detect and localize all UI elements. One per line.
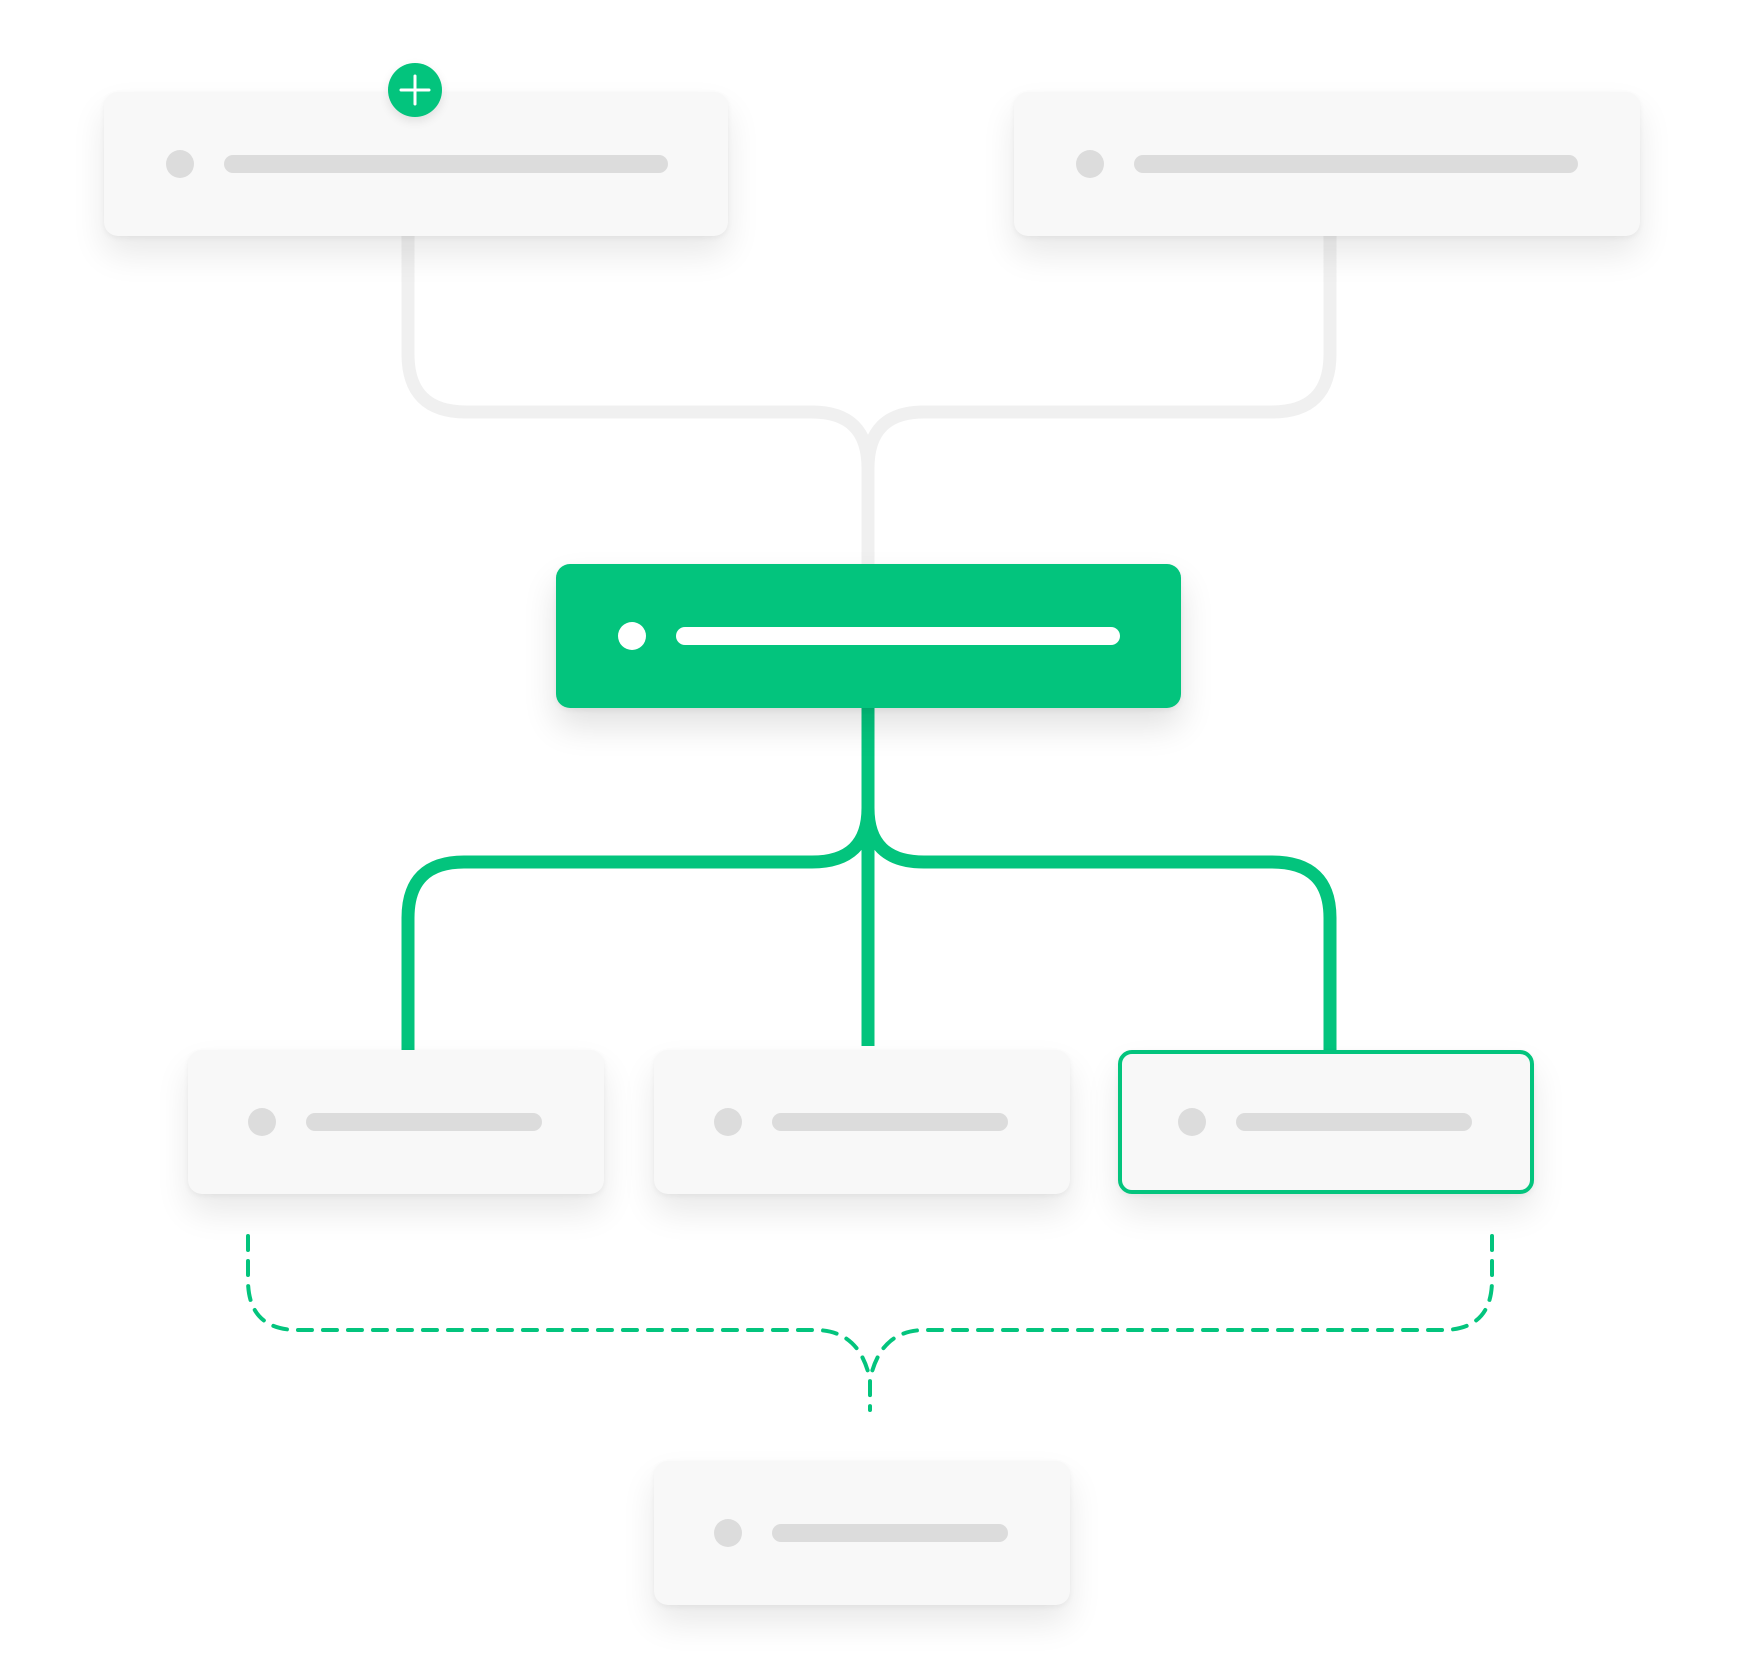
connector-center-to-child-left (401, 706, 875, 1050)
node-top-right[interactable] (1014, 92, 1640, 236)
node-status-dot (714, 1519, 742, 1547)
node-result[interactable] (654, 1461, 1070, 1605)
node-child-middle[interactable] (654, 1050, 1070, 1194)
node-status-dot (618, 622, 646, 650)
node-label-placeholder (1134, 155, 1578, 173)
connector-top-left-to-center (401, 236, 875, 566)
node-status-dot (1076, 150, 1104, 178)
connector-child-left-to-result (246, 1234, 872, 1412)
connector-center-to-child-right (861, 807, 1337, 1050)
node-status-dot (248, 1108, 276, 1136)
node-label-placeholder (772, 1113, 1008, 1131)
node-label-placeholder (1236, 1113, 1472, 1131)
node-label-placeholder (772, 1524, 1008, 1542)
node-label-placeholder (306, 1113, 542, 1131)
node-label-placeholder (224, 155, 668, 173)
connector-child-right-to-result (868, 1234, 1494, 1382)
node-status-dot (166, 150, 194, 178)
add-node-button[interactable] (388, 63, 442, 117)
node-status-dot (1178, 1108, 1206, 1136)
node-status-dot (714, 1108, 742, 1136)
node-child-right[interactable] (1118, 1050, 1534, 1194)
plus-icon (399, 74, 431, 106)
node-center[interactable] (556, 564, 1181, 708)
connector-top-right-to-center (861, 236, 1337, 469)
node-child-left[interactable] (188, 1050, 604, 1194)
node-label-placeholder (676, 627, 1120, 645)
